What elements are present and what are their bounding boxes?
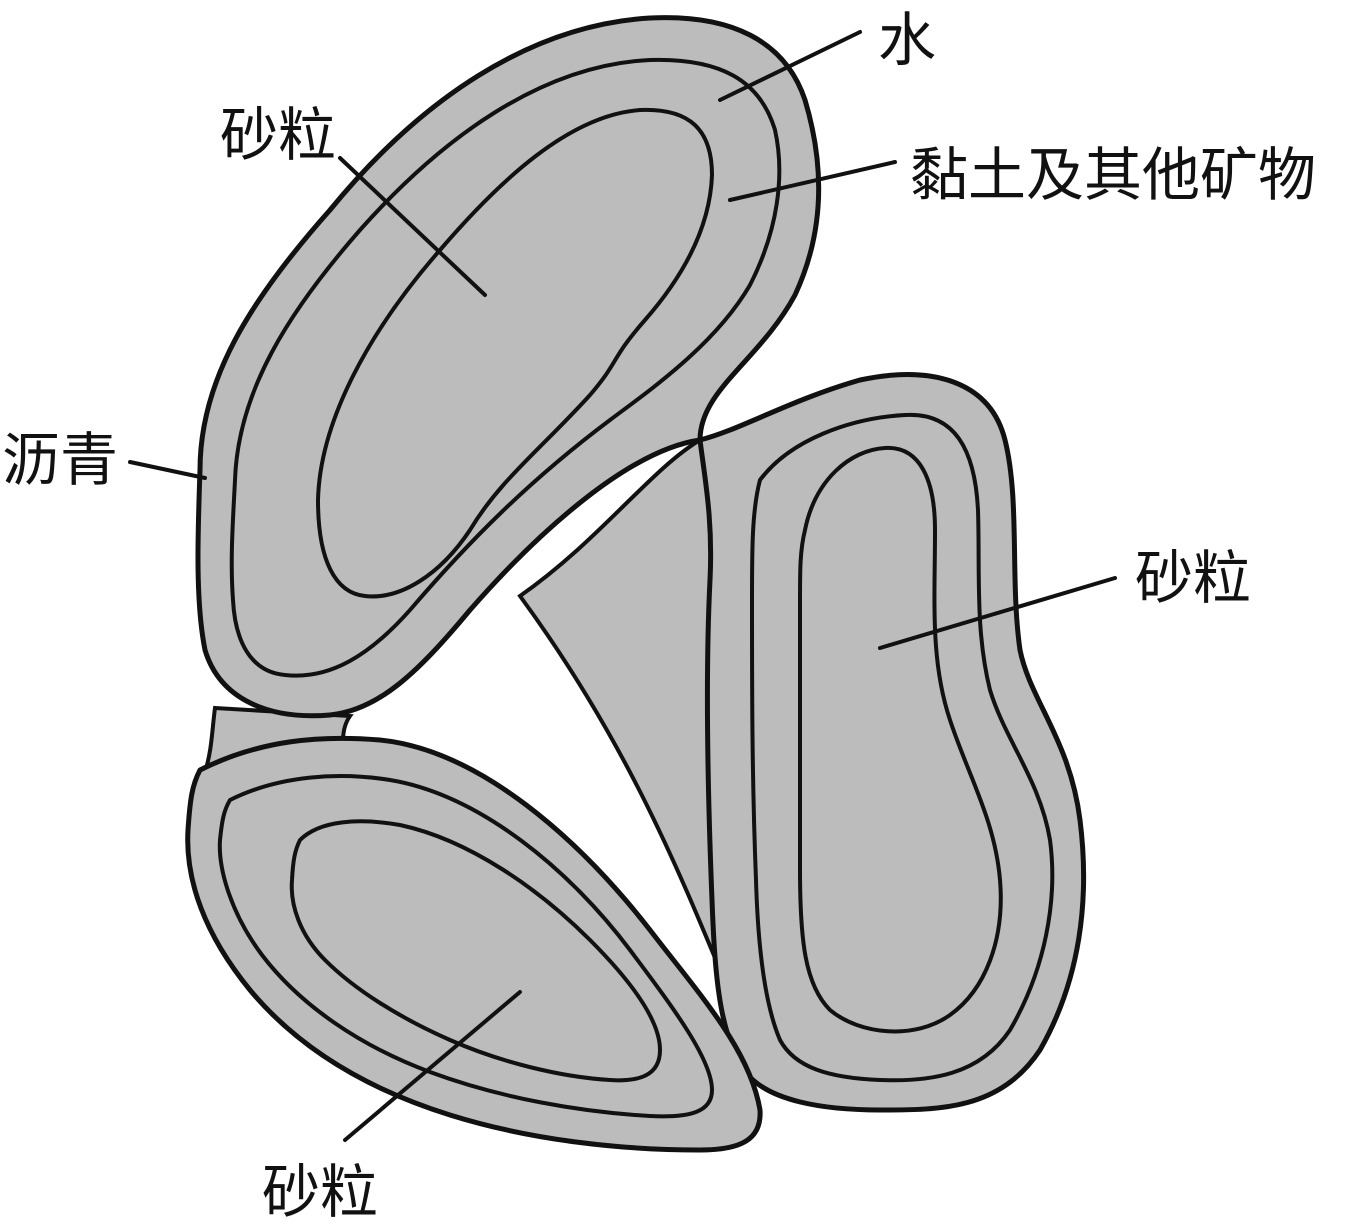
label-water: 水: [878, 6, 936, 74]
label-sand-top: 砂粒: [220, 101, 336, 169]
label-sand-right: 砂粒: [1135, 544, 1251, 612]
label-asphalt: 沥青: [2, 426, 118, 494]
label-clay-minerals: 黏土及其他矿物: [910, 141, 1316, 209]
label-sand-bottom: 砂粒: [262, 1158, 378, 1225]
grain-right: [700, 375, 1084, 1110]
leader-asphalt: [130, 462, 205, 478]
